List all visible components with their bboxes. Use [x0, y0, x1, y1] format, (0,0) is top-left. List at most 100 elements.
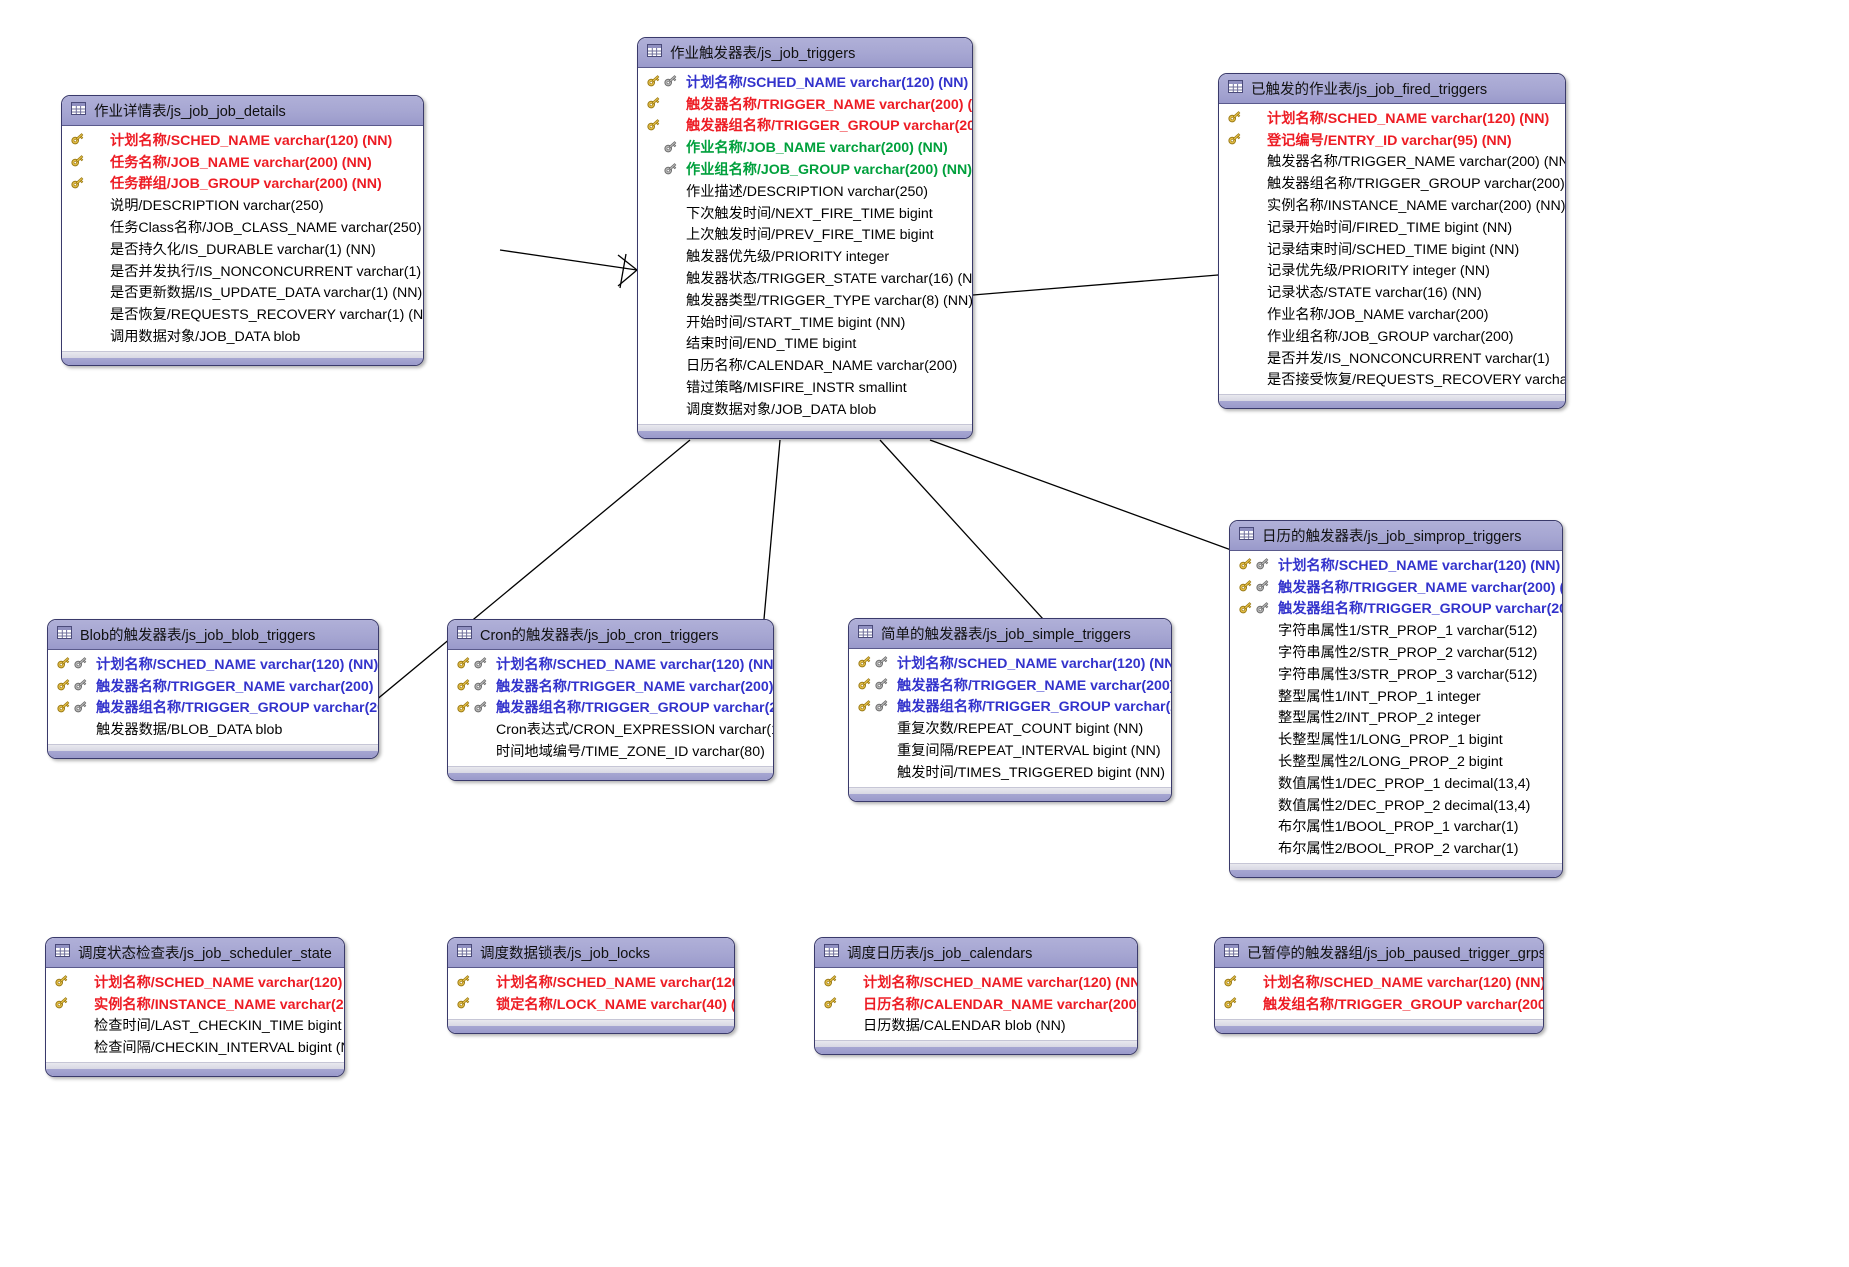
attribute-row[interactable]: 检查时间/LAST_CHECKIN_TIME bigint (NN) [46, 1015, 344, 1037]
attribute-row[interactable]: 重复次数/REPEAT_COUNT bigint (NN) [849, 717, 1171, 739]
attribute-row[interactable]: 触发器名称/TRIGGER_NAME varchar(200) (NN) [1230, 576, 1562, 598]
primary-key-icon [1223, 973, 1240, 990]
attribute-row[interactable]: 任务Class名称/JOB_CLASS_NAME varchar(250) (N… [62, 216, 423, 238]
attribute-row[interactable]: 任务群组/JOB_GROUP varchar(200) (NN) [62, 173, 423, 195]
attribute-row[interactable]: 下次触发时间/NEXT_FIRE_TIME bigint [638, 202, 972, 224]
attribute-row[interactable]: 说明/DESCRIPTION varchar(250) [62, 194, 423, 216]
attribute-row[interactable]: 作业名称/JOB_NAME varchar(200) [1219, 303, 1565, 325]
attribute-row[interactable]: 记录开始时间/FIRED_TIME bigint (NN) [1219, 216, 1565, 238]
attribute-row[interactable]: 计划名称/SCHED_NAME varchar(120) (NN) [1230, 554, 1562, 576]
attribute-row[interactable]: 开始时间/START_TIME bigint (NN) [638, 311, 972, 333]
attribute-label: 计划名称/SCHED_NAME varchar(120) (NN) [1263, 974, 1544, 991]
attribute-row[interactable]: 计划名称/SCHED_NAME varchar(120) (NN) [46, 971, 344, 993]
attribute-row[interactable]: Cron表达式/CRON_EXPRESSION varchar(120) (NN… [448, 718, 773, 740]
primary-key-icon [1227, 109, 1244, 126]
attribute-row[interactable]: 是否接受恢复/REQUESTS_RECOVERY varchar(1) [1219, 369, 1565, 391]
attribute-row[interactable]: 锁定名称/LOCK_NAME varchar(40) (NN) [448, 993, 734, 1015]
attribute-row[interactable]: 整型属性2/INT_PROP_2 integer [1230, 707, 1562, 729]
attribute-row[interactable]: 触发器组名称/TRIGGER_GROUP varchar(200) (NN) [1219, 172, 1565, 194]
attribute-row[interactable]: 调度数据对象/JOB_DATA blob [638, 398, 972, 420]
attribute-row[interactable]: 作业组名称/JOB_GROUP varchar(200) [1219, 325, 1565, 347]
attribute-row[interactable]: 检查间隔/CHECKIN_INTERVAL bigint (NN) [46, 1036, 344, 1058]
attribute-row[interactable]: 触发器组名称/TRIGGER_GROUP varchar(200) (NN) [448, 697, 773, 719]
key-slot-empty [1255, 796, 1272, 813]
attribute-row[interactable]: 是否恢复/REQUESTS_RECOVERY varchar(1) (NN) [62, 303, 423, 325]
attribute-row[interactable]: 日历数据/CALENDAR blob (NN) [815, 1015, 1137, 1037]
attribute-row[interactable]: 触发器组名称/TRIGGER_GROUP varchar(200) (NN) [638, 115, 972, 137]
attribute-row[interactable]: 计划名称/SCHED_NAME varchar(120) (NN) [48, 653, 378, 675]
attribute-row[interactable]: 数值属性1/DEC_PROP_1 decimal(13,4) [1230, 772, 1562, 794]
attribute-row[interactable]: 计划名称/SCHED_NAME varchar(120) (NN) [638, 71, 972, 93]
entity-js-job-calendars[interactable]: 调度日历表/js_job_calendars 计划名称/SCHED_NAME v… [814, 937, 1138, 1056]
attribute-row[interactable]: 触发器组名称/TRIGGER_GROUP varchar(200) (NN) [849, 696, 1171, 718]
attribute-row[interactable]: 计划名称/SCHED_NAME varchar(120) (NN) [849, 652, 1171, 674]
attribute-row[interactable]: 时间地域编号/TIME_ZONE_ID varchar(80) [448, 740, 773, 762]
attribute-row[interactable]: 字符串属性1/STR_PROP_1 varchar(512) [1230, 619, 1562, 641]
attribute-row[interactable]: 记录结束时间/SCHED_TIME bigint (NN) [1219, 238, 1565, 260]
attribute-row[interactable]: 长整型属性2/LONG_PROP_2 bigint [1230, 750, 1562, 772]
attribute-row[interactable]: 布尔属性1/BOOL_PROP_1 varchar(1) [1230, 816, 1562, 838]
attribute-row[interactable]: 是否并发执行/IS_NONCONCURRENT varchar(1) (NN) [62, 260, 423, 282]
attribute-row[interactable]: 整型属性1/INT_PROP_1 integer [1230, 685, 1562, 707]
attribute-label: 触发器状态/TRIGGER_STATE varchar(16) (NN) [686, 271, 973, 288]
attribute-row[interactable]: 登记编号/ENTRY_ID varchar(95) (NN) [1219, 129, 1565, 151]
attribute-row[interactable]: 计划名称/SCHED_NAME varchar(120) (NN) [448, 971, 734, 993]
entity-js-job-simple-triggers[interactable]: 简单的触发器表/js_job_simple_triggers 计划名称/SCHE… [848, 618, 1172, 802]
attribute-row[interactable]: 是否持久化/IS_DURABLE varchar(1) (NN) [62, 238, 423, 260]
primary-key-icon [857, 698, 874, 715]
attribute-row[interactable]: 实例名称/INSTANCE_NAME varchar(200) (NN) [1219, 194, 1565, 216]
attribute-row[interactable]: 错过策略/MISFIRE_INSTR smallint [638, 376, 972, 398]
attribute-row[interactable]: 布尔属性2/BOOL_PROP_2 varchar(1) [1230, 837, 1562, 859]
attribute-row[interactable]: 触发器名称/TRIGGER_NAME varchar(200) (NN) [48, 675, 378, 697]
attribute-row[interactable]: 记录优先级/PRIORITY integer (NN) [1219, 260, 1565, 282]
attribute-row[interactable]: 触发器状态/TRIGGER_STATE varchar(16) (NN) [638, 267, 972, 289]
entity-js-job-locks[interactable]: 调度数据锁表/js_job_locks 计划名称/SCHED_NAME varc… [447, 937, 735, 1034]
attribute-row[interactable]: 计划名称/SCHED_NAME varchar(120) (NN) [62, 129, 423, 151]
attribute-row[interactable]: 字符串属性2/STR_PROP_2 varchar(512) [1230, 641, 1562, 663]
attribute-row[interactable]: 计划名称/SCHED_NAME varchar(120) (NN) [1215, 971, 1543, 993]
entity-js-job-job-details[interactable]: 作业详情表/js_job_job_details 计划名称/SCHED_NAME… [61, 95, 424, 366]
entity-js-job-cron-triggers[interactable]: Cron的触发器表/js_job_cron_triggers 计划名称/SCHE… [447, 619, 774, 781]
attribute-row[interactable]: 作业名称/JOB_NAME varchar(200) (NN) [638, 136, 972, 158]
attribute-row[interactable]: 日历名称/CALENDAR_NAME varchar(200) [638, 354, 972, 376]
attribute-row[interactable]: 结束时间/END_TIME bigint [638, 333, 972, 355]
attribute-row[interactable]: 触发器名称/TRIGGER_NAME varchar(200) (NN) [638, 93, 972, 115]
attribute-row[interactable]: 计划名称/SCHED_NAME varchar(120) (NN) [1219, 107, 1565, 129]
attribute-row[interactable]: 触发器名称/TRIGGER_NAME varchar(200) (NN) [448, 675, 773, 697]
attribute-row[interactable]: 计划名称/SCHED_NAME varchar(120) (NN) [448, 653, 773, 675]
attribute-row[interactable]: 触发器组名称/TRIGGER_GROUP varchar(200) (NN) [48, 697, 378, 719]
attribute-row[interactable]: 触发时间/TIMES_TRIGGERED bigint (NN) [849, 761, 1171, 783]
attribute-row[interactable]: 长整型属性1/LONG_PROP_1 bigint [1230, 728, 1562, 750]
entity-js-job-blob-triggers[interactable]: Blob的触发器表/js_job_blob_triggers 计划名称/SCHE… [47, 619, 379, 760]
attribute-row[interactable]: 重复间隔/REPEAT_INTERVAL bigint (NN) [849, 739, 1171, 761]
attribute-row[interactable]: 作业描述/DESCRIPTION varchar(250) [638, 180, 972, 202]
attribute-row[interactable]: 触发器数据/BLOB_DATA blob [48, 718, 378, 740]
attribute-row[interactable]: 计划名称/SCHED_NAME varchar(120) (NN) [815, 971, 1137, 993]
key-slot-empty [1255, 665, 1272, 682]
entity-title: 日历的触发器表/js_job_simprop_triggers [1262, 529, 1522, 545]
attribute-row[interactable]: 触发器组名称/TRIGGER_GROUP varchar(200) (NN) [1230, 598, 1562, 620]
attribute-row[interactable]: 触发器类型/TRIGGER_TYPE varchar(8) (NN) [638, 289, 972, 311]
primary-key-icon [457, 975, 470, 987]
attribute-row[interactable]: 调用数据对象/JOB_DATA blob [62, 325, 423, 347]
attribute-row[interactable]: 字符串属性3/STR_PROP_3 varchar(512) [1230, 663, 1562, 685]
attribute-row[interactable]: 触发器名称/TRIGGER_NAME varchar(200) (NN) [1219, 151, 1565, 173]
attribute-row[interactable]: 触发组名称/TRIGGER_GROUP varchar(200) (NN) [1215, 993, 1543, 1015]
attribute-row[interactable]: 是否更新数据/IS_UPDATE_DATA varchar(1) (NN) [62, 282, 423, 304]
attribute-row[interactable]: 日历名称/CALENDAR_NAME varchar(200) (NN) [815, 993, 1137, 1015]
entity-js-job-triggers[interactable]: 作业触发器表/js_job_triggers 计划名称/SCHED_NAME v… [637, 37, 973, 439]
key-slot-empty [87, 197, 104, 214]
entity-js-job-scheduler-state[interactable]: 调度状态检查表/js_job_scheduler_state 计划名称/SCHE… [45, 937, 345, 1078]
attribute-row[interactable]: 触发器名称/TRIGGER_NAME varchar(200) (NN) [849, 674, 1171, 696]
attribute-row[interactable]: 实例名称/INSTANCE_NAME varchar(200) (NN) [46, 993, 344, 1015]
attribute-row[interactable]: 作业组名称/JOB_GROUP varchar(200) (NN) [638, 158, 972, 180]
attribute-row[interactable]: 触发器优先级/PRIORITY integer [638, 245, 972, 267]
attribute-row[interactable]: 记录状态/STATE varchar(16) (NN) [1219, 281, 1565, 303]
attribute-row[interactable]: 上次触发时间/PREV_FIRE_TIME bigint [638, 224, 972, 246]
attribute-row[interactable]: 数值属性2/DEC_PROP_2 decimal(13,4) [1230, 794, 1562, 816]
attribute-row[interactable]: 任务名称/JOB_NAME varchar(200) (NN) [62, 151, 423, 173]
entity-js-job-simprop-triggers[interactable]: 日历的触发器表/js_job_simprop_triggers 计划名称/SCH… [1229, 520, 1563, 879]
attribute-row[interactable]: 是否并发/IS_NONCONCURRENT varchar(1) [1219, 347, 1565, 369]
entity-js-job-paused-trigger-grps[interactable]: 已暂停的触发器组/js_job_paused_trigger_grps 计划名称… [1214, 937, 1544, 1034]
entity-js-job-fired-triggers[interactable]: 已触发的作业表/js_job_fired_triggers 计划名称/SCHED… [1218, 73, 1566, 410]
